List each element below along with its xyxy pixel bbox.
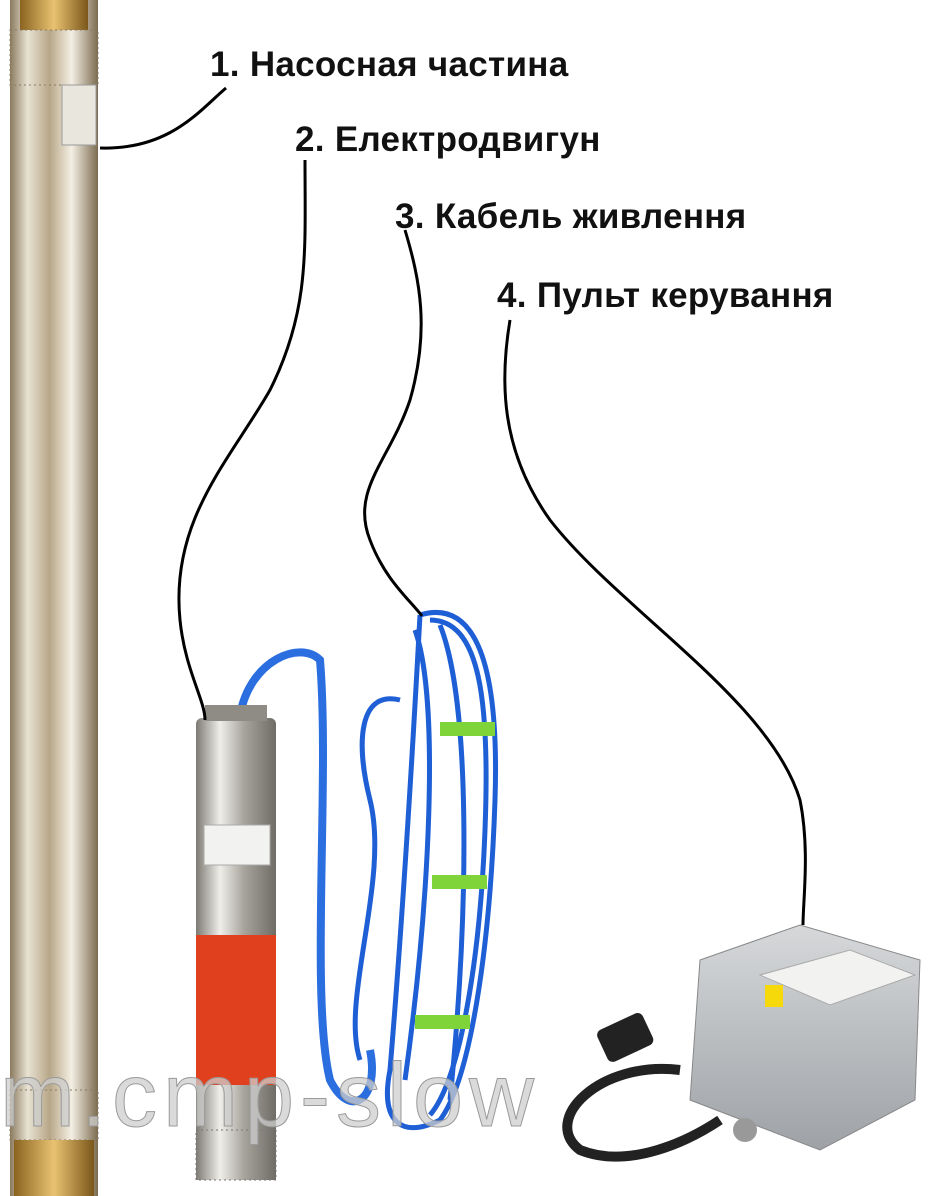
watermark: m.cmp-slow	[0, 1046, 541, 1147]
label-number: 1.	[210, 45, 240, 84]
label-text: Електродвигун	[334, 120, 601, 159]
control-box-image	[562, 924, 921, 1162]
leader-line-4	[503, 319, 807, 926]
label-number: 3.	[395, 197, 425, 236]
leader-line-2	[177, 159, 307, 721]
label-control-box: 4. Пульт керування	[497, 276, 834, 316]
label-number: 4.	[497, 276, 527, 315]
pump-part-image	[9, 0, 99, 1196]
label-text: Пульт керування	[536, 276, 834, 315]
power-cable-image	[352, 609, 499, 1131]
label-motor: 2. Електродвигун	[295, 120, 601, 160]
motor-image	[195, 648, 376, 1181]
label-number: 2.	[295, 120, 325, 159]
leader-line-1	[99, 86, 227, 150]
leader-line-3	[363, 229, 424, 617]
label-pump-part: 1. Насосная частина	[210, 45, 568, 85]
leader-lines	[99, 86, 807, 926]
label-text: Кабель живлення	[434, 197, 747, 236]
label-power-cable: 3. Кабель живлення	[395, 197, 746, 237]
label-text: Насосная частина	[249, 45, 569, 84]
